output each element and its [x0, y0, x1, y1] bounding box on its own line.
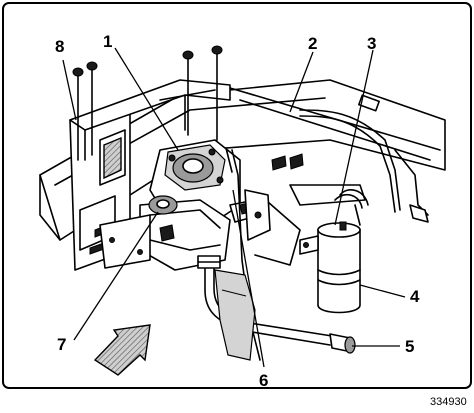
- callout-2: 2: [308, 34, 317, 53]
- callout-5: 5: [405, 337, 414, 356]
- figure-id: 334930: [430, 396, 467, 408]
- bolt: [211, 45, 223, 141]
- leader-2: [289, 51, 314, 113]
- leader-3: [334, 49, 374, 226]
- leader-7: [73, 211, 159, 341]
- bolt: [182, 50, 194, 136]
- callout-6: 6: [259, 371, 268, 390]
- direction-arrow: [93, 324, 151, 376]
- refrigerant-tubes: [299, 109, 429, 226]
- leader-6: [232, 189, 265, 368]
- compressor-assembly: [99, 139, 271, 271]
- accumulator: [299, 221, 361, 314]
- callout-8: 8: [55, 37, 64, 56]
- callout-1: 1: [103, 32, 112, 51]
- callout-4: 4: [410, 287, 420, 306]
- leader-1: [114, 47, 179, 151]
- bolt: [86, 61, 98, 156]
- hose-lines: [197, 147, 356, 361]
- callout-3: 3: [367, 34, 376, 53]
- leader-4: [359, 284, 406, 298]
- bolt: [72, 67, 84, 161]
- callout-7: 7: [57, 335, 66, 354]
- leader-lines: [62, 47, 406, 368]
- leader-8: [62, 59, 77, 121]
